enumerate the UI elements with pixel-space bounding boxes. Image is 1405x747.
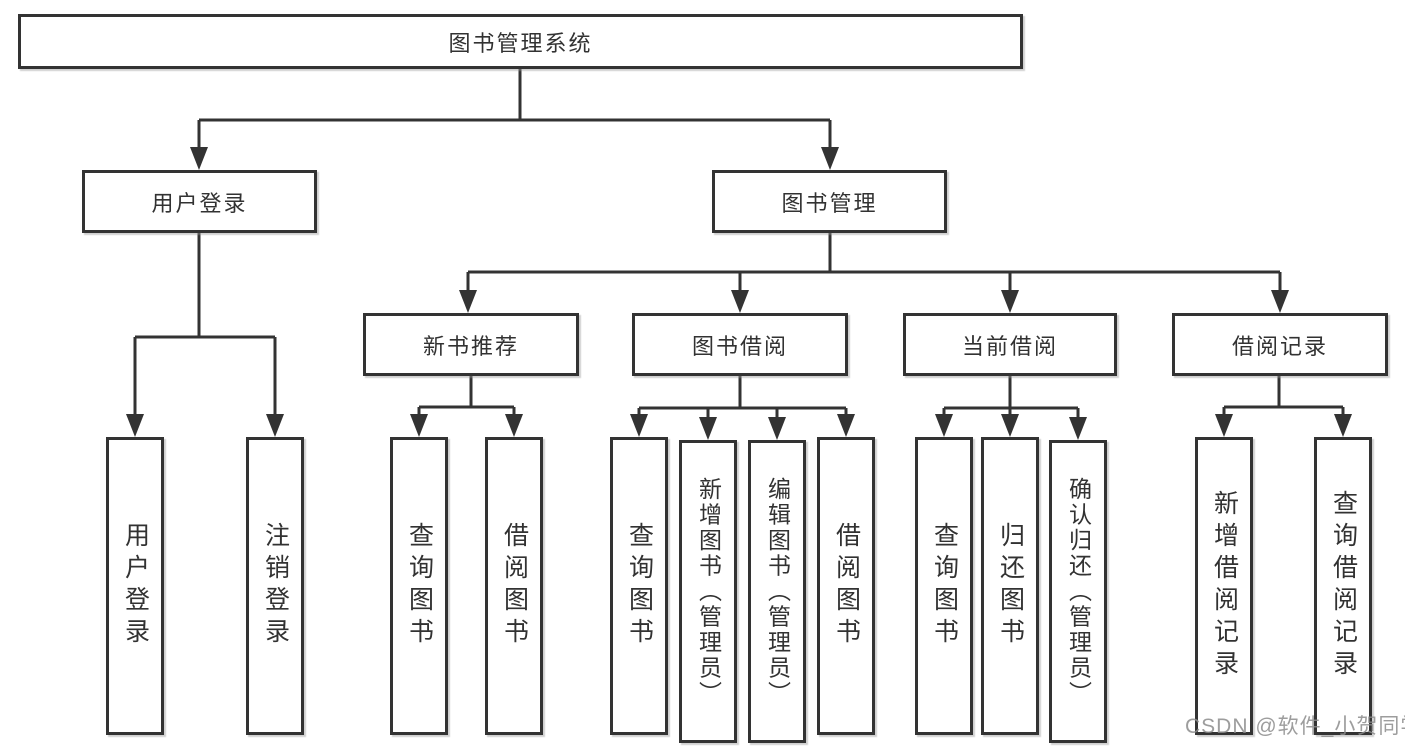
node-label: 借阅图书 — [832, 522, 861, 650]
node-label: 查询图书 — [625, 522, 654, 650]
node-label: 新增图书（管理员） — [695, 476, 722, 707]
node-book-management: 图书管理 — [712, 170, 947, 233]
connector-book-borrowing — [637, 376, 848, 420]
leaf-user-login: 用户登录 — [106, 437, 164, 735]
node-borrowing-records: 借阅记录 — [1172, 313, 1388, 376]
node-label: 用户登录 — [121, 522, 150, 650]
arrowhead — [935, 414, 953, 437]
arrowhead — [1001, 414, 1019, 437]
arrowhead — [1334, 414, 1352, 437]
node-label: 当前借阅 — [961, 333, 1058, 359]
connector-borrow-records — [1222, 376, 1345, 417]
arrowhead — [505, 414, 523, 437]
node-library-management-system: 图书管理系统 — [18, 14, 1023, 69]
node-label: 查询图书 — [930, 522, 959, 650]
arrowhead — [190, 147, 208, 170]
leaf-cb-confirm-return-admin: 确认归还（管理员） — [1049, 440, 1107, 743]
node-label: 新增借阅记录 — [1210, 490, 1239, 682]
node-label: 图书管理系统 — [448, 30, 593, 56]
node-label: 注销登录 — [261, 522, 290, 650]
node-label: 新书推荐 — [422, 333, 519, 359]
leaf-br-query-record: 查询借阅记录 — [1314, 437, 1372, 735]
leaf-cb-query-books: 查询图书 — [915, 437, 973, 735]
leaf-logout: 注销登录 — [246, 437, 304, 735]
node-book-borrowing: 图书借阅 — [632, 313, 848, 376]
arrowhead — [699, 417, 717, 440]
leaf-bb-edit-books-admin: 编辑图书（管理员） — [748, 440, 806, 743]
leaf-bb-add-books-admin: 新增图书（管理员） — [679, 440, 737, 743]
connector-root — [197, 69, 832, 150]
node-label: 借阅记录 — [1231, 333, 1328, 359]
arrowhead — [630, 414, 648, 437]
arrowhead — [1001, 290, 1019, 313]
arrowhead — [410, 414, 428, 437]
node-label: 编辑图书（管理员） — [764, 476, 791, 707]
arrowhead — [1271, 290, 1289, 313]
connector-user-login — [133, 233, 277, 417]
arrowhead — [1215, 414, 1233, 437]
arrowhead — [459, 290, 477, 313]
node-label: 归还图书 — [996, 522, 1025, 650]
node-user-login: 用户登录 — [82, 170, 317, 233]
arrowhead — [1069, 417, 1087, 440]
arrowhead-group — [126, 147, 1352, 440]
leaf-cb-return-books: 归还图书 — [981, 437, 1039, 735]
arrowhead — [837, 414, 855, 437]
arrowhead — [126, 414, 144, 437]
leaf-nb-borrow-books: 借阅图书 — [485, 437, 543, 735]
node-label: 借阅图书 — [500, 522, 529, 650]
arrowhead — [768, 417, 786, 440]
leaf-bb-borrow-books: 借阅图书 — [817, 437, 875, 735]
node-current-borrowing: 当前借阅 — [903, 313, 1117, 376]
node-label: 图书管理 — [781, 190, 878, 216]
connector-current-borrowing — [942, 376, 1080, 420]
leaf-bb-query-books: 查询图书 — [610, 437, 668, 735]
arrowhead — [731, 290, 749, 313]
leaf-br-add-record: 新增借阅记录 — [1195, 437, 1253, 735]
arrowhead — [821, 147, 839, 170]
connector-book-management — [466, 233, 1282, 293]
node-label: 查询借阅记录 — [1329, 490, 1358, 682]
node-new-book-recommendation: 新书推荐 — [363, 313, 579, 376]
csdn-watermark: CSDN @软件_小贺同学 — [1185, 715, 1405, 738]
node-label: 查询图书 — [405, 522, 434, 650]
node-label: 用户登录 — [151, 190, 248, 216]
node-label: 图书借阅 — [691, 333, 788, 359]
leaf-nb-query-books: 查询图书 — [390, 437, 448, 735]
node-label: 确认归还（管理员） — [1065, 476, 1092, 707]
arrowhead — [266, 414, 284, 437]
connector-new-book — [417, 376, 516, 417]
